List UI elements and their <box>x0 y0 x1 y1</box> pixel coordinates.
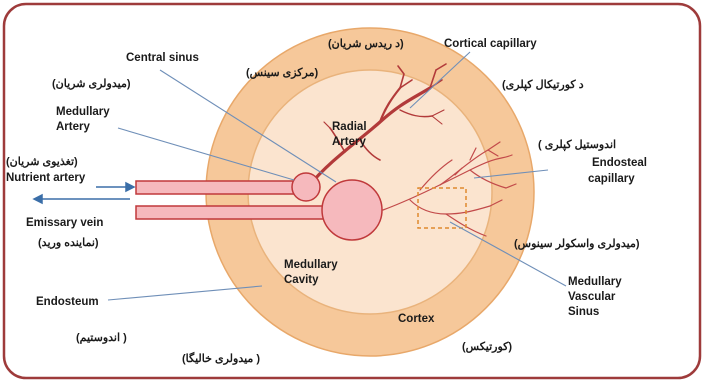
label-medullary-artery-1: Medullary <box>56 106 110 118</box>
emissary-vein-vessel <box>136 206 332 219</box>
label-cortex: Cortex <box>398 313 435 325</box>
label-emissary-vein-fa: (نماینده ورید) <box>38 237 99 249</box>
label-endosteum-fa: (اندوستیم ) <box>76 332 127 344</box>
nutrient-artery-vessel <box>136 181 308 194</box>
label-medullary-vascular-sinus-1: Medullary <box>568 276 622 288</box>
label-medullary-vascular-sinus-2: Vascular <box>568 291 616 303</box>
label-radial-artery-1: Radial <box>332 121 367 133</box>
label-emissary-vein: Emissary vein <box>26 217 103 229</box>
label-endosteal-capillary-2: capillary <box>588 173 635 185</box>
label-endosteum: Endosteum <box>36 296 99 308</box>
label-central-sinus-fa: (مرکزی سینس) <box>246 67 319 79</box>
label-endosteal-capillary-fa: ( اندوستیل کپلری <box>538 139 616 151</box>
label-central-sinus: Central sinus <box>126 52 199 64</box>
label-medullary-artery-fa: (میدولری شریان) <box>52 78 131 90</box>
central-sinus-circle <box>322 180 382 240</box>
label-cortical-capillary-fa: (د کورتیکال کپلری <box>502 79 584 91</box>
label-medullary-vascular-sinus-3: Sinus <box>568 306 599 318</box>
label-medullary-cavity-2: Cavity <box>284 274 319 286</box>
label-endosteal-capillary-1: Endosteal <box>592 157 647 169</box>
label-cortex-fa: (کورتیکس) <box>462 341 512 353</box>
label-radial-artery-fa: (د ریدس شریان) <box>328 38 404 50</box>
label-medullary-vascular-sinus-fa: (میدولری واسکولر سینوس) <box>514 238 640 250</box>
label-nutrient-artery-fa: (تغذیوی شریان) <box>6 156 78 168</box>
label-radial-artery-2: Artery <box>332 136 366 148</box>
label-cortical-capillary: Cortical capillary <box>444 38 537 50</box>
label-medullary-cavity-fa: (میدولری خالیگا ) <box>182 351 260 365</box>
label-medullary-artery-2: Artery <box>56 121 90 133</box>
label-nutrient-artery: Nutrient artery <box>6 172 86 184</box>
medullary-artery-circle <box>292 173 320 201</box>
label-medullary-cavity-1: Medullary <box>284 259 338 271</box>
